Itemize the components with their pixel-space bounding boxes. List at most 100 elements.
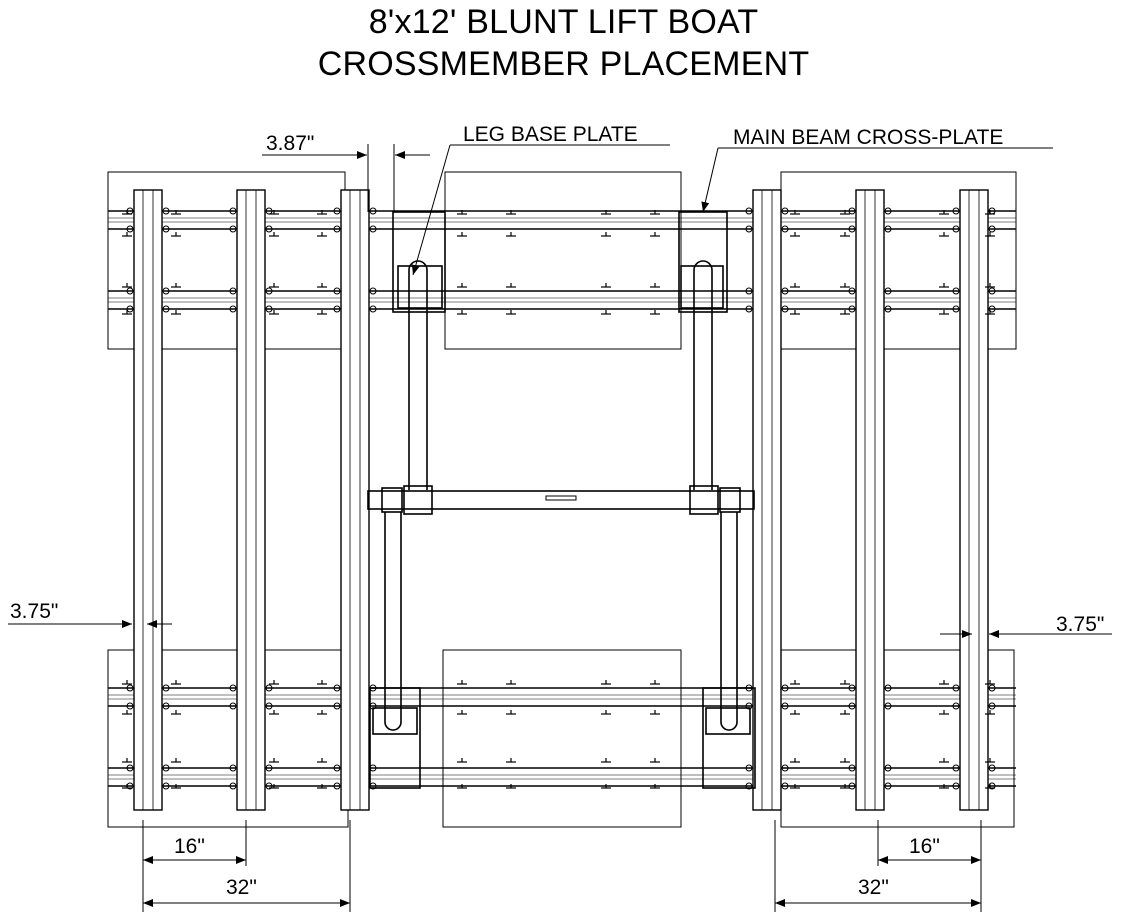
bolt-mark (269, 232, 279, 237)
dimension-label-left-offset: 3.75" (10, 600, 58, 623)
bolt-mark (457, 310, 467, 315)
crossbar-end-right (719, 487, 741, 513)
bolt-mark (939, 283, 949, 288)
bolt-mark (985, 710, 995, 715)
bolt-mark (790, 784, 800, 789)
bolt-mark (317, 680, 327, 685)
float-bolts (122, 210, 995, 789)
bolt-mark (650, 784, 660, 789)
center-crossbar (367, 490, 755, 510)
bolt-mark (840, 784, 850, 789)
leg-base-plate-bottom-left (372, 707, 418, 735)
bolt-mark (790, 758, 800, 763)
bolt-mark (985, 784, 995, 789)
bolt-mark (601, 784, 611, 789)
leg-frame (367, 211, 756, 789)
bolt-mark (985, 283, 995, 288)
bolt-mark (122, 210, 132, 215)
dimension-label-left-32: 32" (226, 876, 257, 899)
bolt-mark (269, 784, 279, 789)
bolt-mark (122, 283, 132, 288)
bolt-mark (457, 710, 467, 715)
bolt-mark (985, 210, 995, 215)
bolt-mark (171, 758, 181, 763)
bolt-mark (317, 710, 327, 715)
bolt-mark (840, 232, 850, 237)
bolt-mark (650, 210, 660, 215)
cross-plate-top-right (678, 211, 728, 313)
bolt-mark (650, 758, 660, 763)
bolt-mark (601, 710, 611, 715)
bolt-mark (269, 283, 279, 288)
leg-tube-bottom-right (720, 512, 738, 731)
bolt-mark (171, 283, 181, 288)
bolt-mark (317, 310, 327, 315)
bolt-mark (939, 210, 949, 215)
dimension-lines (8, 144, 1112, 912)
crossbar-joint-left (403, 485, 433, 515)
dimension-label-right-16: 16" (909, 835, 940, 858)
crossmember-5 (848, 189, 892, 811)
crossmember-3 (333, 189, 377, 811)
bolt-mark (171, 232, 181, 237)
bolt-mark (790, 210, 800, 215)
leg-base-plate-bottom-right (705, 707, 751, 735)
crossmember-2 (229, 189, 273, 811)
bolt-mark (269, 758, 279, 763)
bolt-mark (985, 310, 995, 315)
dimension-label-left-16: 16" (174, 835, 205, 858)
bolt-mark (171, 680, 181, 685)
crossmember-6 (952, 189, 996, 811)
bolt-mark (122, 710, 132, 715)
bolt-mark (650, 232, 660, 237)
bolt-mark (790, 680, 800, 685)
bolt-mark (457, 283, 467, 288)
bolt-mark (840, 210, 850, 215)
bolt-mark (457, 758, 467, 763)
cross-plate-top-left (392, 211, 446, 313)
callout-main-beam-cross-plate: MAIN BEAM CROSS-PLATE (733, 126, 1003, 149)
bolt-mark (506, 784, 516, 789)
bolt-mark (601, 758, 611, 763)
bolt-mark (457, 232, 467, 237)
bolt-mark (317, 232, 327, 237)
bolt-mark (840, 310, 850, 315)
bolt-mark (269, 310, 279, 315)
dimension-label-right-32: 32" (858, 876, 889, 899)
bolt-mark (939, 710, 949, 715)
bolt-mark (840, 710, 850, 715)
bolt-mark (171, 310, 181, 315)
crossmember-4 (745, 189, 789, 811)
bolt-mark (122, 680, 132, 685)
crossbar-joint-right (689, 485, 719, 515)
bolt-mark (601, 310, 611, 315)
bolt-mark (506, 232, 516, 237)
dimension-label-top-gap: 3.87" (266, 132, 314, 155)
bolt-mark (506, 710, 516, 715)
bolt-mark (601, 232, 611, 237)
bolt-mark (840, 283, 850, 288)
bolt-mark (601, 210, 611, 215)
bolt-mark (650, 710, 660, 715)
bolt-mark (840, 758, 850, 763)
bolt-mark (939, 784, 949, 789)
callout-leg-base-plate: LEG BASE PLATE (463, 123, 638, 146)
bolt-mark (269, 210, 279, 215)
crossbar-end-left (381, 487, 403, 513)
cross-plate-bottom-left (369, 687, 421, 789)
bolt-mark (985, 758, 995, 763)
bolt-mark (317, 758, 327, 763)
bolt-mark (171, 784, 181, 789)
bolt-mark (506, 310, 516, 315)
bolt-mark (985, 232, 995, 237)
bolt-mark (122, 784, 132, 789)
bolt-mark (122, 758, 132, 763)
leg-tube-top-left (408, 260, 428, 490)
bolt-mark (269, 710, 279, 715)
bolt-mark (122, 232, 132, 237)
bolt-mark (122, 310, 132, 315)
bolt-mark (650, 310, 660, 315)
bolt-mark (506, 283, 516, 288)
bolt-mark (171, 210, 181, 215)
crossmembers (126, 189, 996, 811)
